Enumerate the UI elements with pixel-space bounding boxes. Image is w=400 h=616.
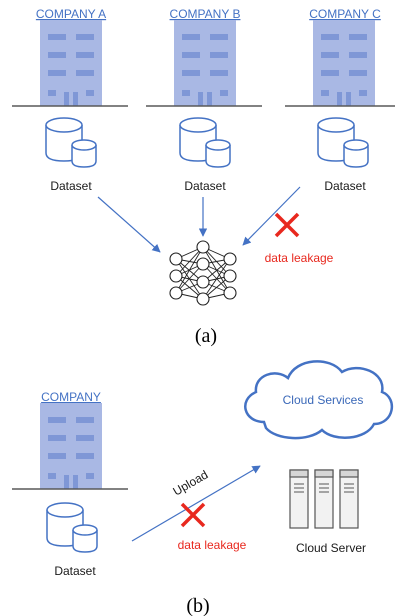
company-c-building-icon xyxy=(313,20,375,106)
company-dataset-label: Dataset xyxy=(54,564,96,578)
cloud-server-label: Cloud Server xyxy=(296,541,366,555)
cloud-services-label: Cloud Services xyxy=(283,393,364,407)
company-c-dataset-label: Dataset xyxy=(324,179,366,193)
nn-node xyxy=(169,269,183,283)
nn-node xyxy=(223,269,237,283)
neural-network-icon xyxy=(169,240,237,306)
arrow-c-to-model xyxy=(242,186,301,246)
data-leakage-label-b: data leakage xyxy=(178,538,247,552)
company-b-group: COMPANY B Dataset xyxy=(146,7,262,193)
arrow-a-to-model xyxy=(97,196,161,253)
company-b-dataset-label: Dataset xyxy=(184,179,226,193)
company-a-database-icon xyxy=(45,117,97,168)
caption-a: (a) xyxy=(195,325,217,347)
company-c-database-icon xyxy=(317,117,369,168)
cloud-server-icon xyxy=(289,469,359,529)
company-a-group: COMPANY A Dataset xyxy=(12,7,128,193)
upload-label: Upload xyxy=(171,467,211,498)
cloud-services-icon xyxy=(244,360,394,440)
nn-node xyxy=(223,252,237,266)
company-b-database-icon xyxy=(179,117,231,168)
leak-cross-icon-a xyxy=(274,212,300,238)
caption-b: (b) xyxy=(186,595,209,616)
nn-node xyxy=(223,286,237,300)
nn-node xyxy=(196,292,210,306)
nn-node xyxy=(196,240,210,254)
data-leakage-label-a: data leakage xyxy=(265,251,334,265)
company-b-label: COMPANY B xyxy=(170,7,241,21)
company-group: COMPANY Dataset xyxy=(12,390,128,578)
nn-node xyxy=(196,275,210,289)
company-c-group: COMPANY C Dataset xyxy=(285,7,395,193)
leak-cross-icon-b xyxy=(180,502,206,528)
company-label: COMPANY xyxy=(41,390,101,404)
company-a-building-icon xyxy=(40,20,102,106)
nn-node xyxy=(169,286,183,300)
company-database-icon xyxy=(46,502,98,553)
company-a-dataset-label: Dataset xyxy=(50,179,92,193)
company-a-label: COMPANY A xyxy=(36,7,106,21)
upload-arrow xyxy=(131,465,261,542)
company-building-icon xyxy=(40,403,102,489)
nn-node xyxy=(169,252,183,266)
company-b-building-icon xyxy=(174,20,236,106)
nn-node xyxy=(196,257,210,271)
company-c-label: COMPANY C xyxy=(309,7,381,21)
